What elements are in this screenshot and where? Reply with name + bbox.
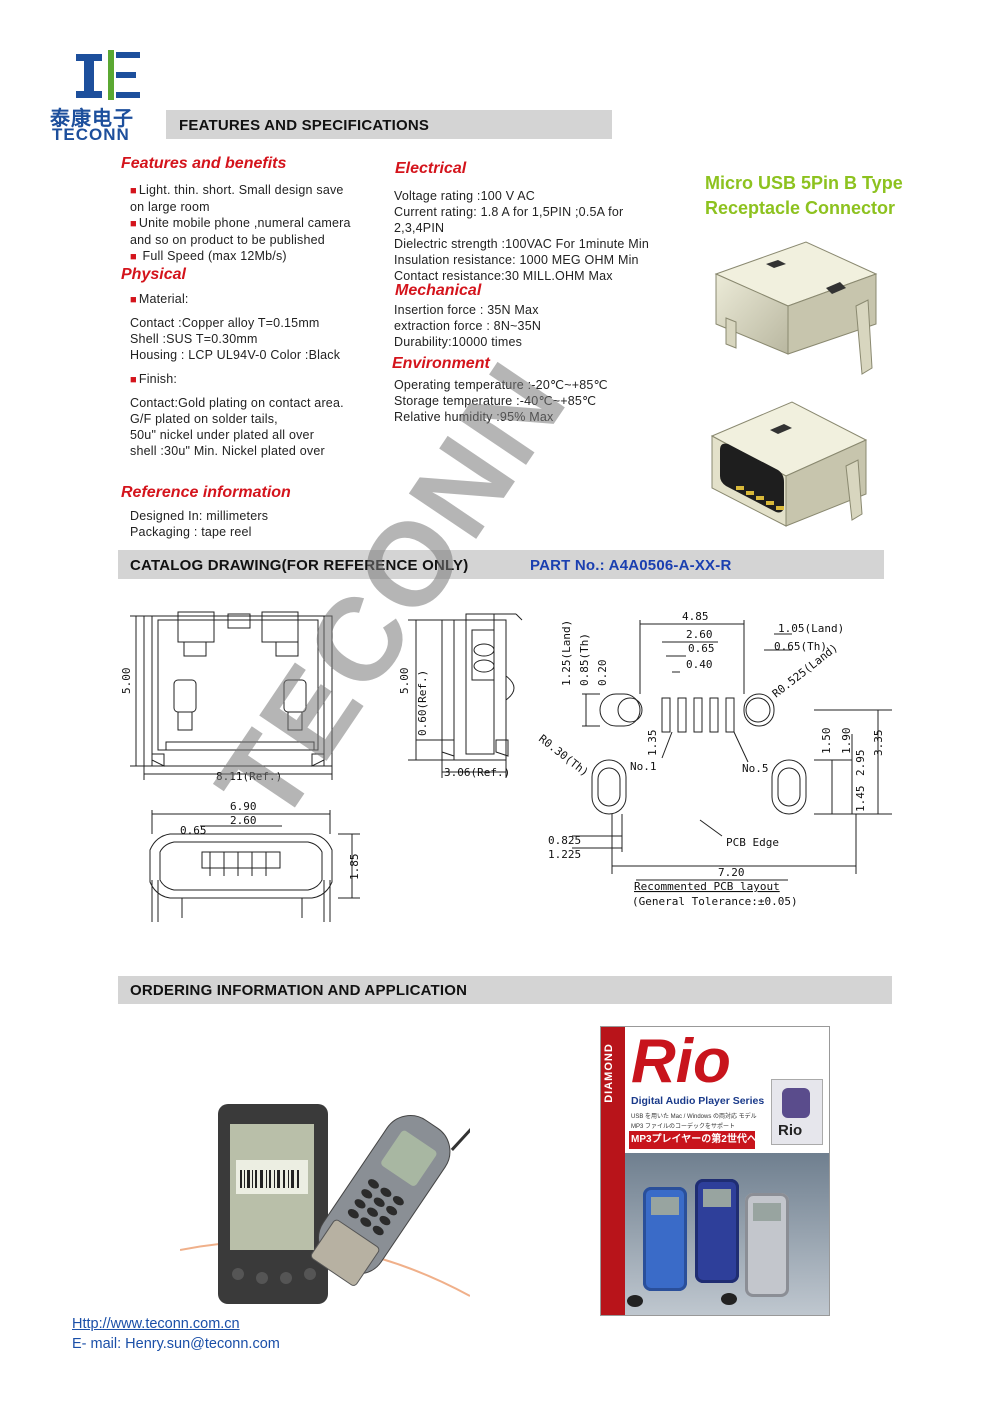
logo-mark-icon	[76, 50, 140, 100]
catalog-drawing: 5.00 8.11(Ref.) 5.00 0.60(Ref.) 3.06(Ref…	[120, 610, 892, 922]
ordering-bar-title: ORDERING INFORMATION AND APPLICATION	[130, 982, 468, 999]
dim-pcb-th085: 0.85(Th)	[578, 633, 591, 686]
connector-render-front	[710, 401, 868, 527]
mechanical-lines: Insertion force : 35N Max extraction for…	[394, 303, 542, 349]
features-specs-bar-title: FEATURES AND SPECIFICATIONS	[179, 117, 430, 134]
dim-pcb-land125: 1.25(Land)	[560, 620, 573, 686]
catalog-bar-title: CATALOG DRAWING(FOR REFERENCE ONLY)	[130, 557, 469, 574]
part-number: PART No.: A4A0506-A-XX-R	[530, 557, 732, 574]
rio-jp2: MP3 ファイルのコーデックをサポート	[631, 1124, 736, 1130]
physical-material-label: Material:	[130, 291, 189, 308]
rio-poster: DIAMOND Rio Digital Audio Player Series …	[600, 1026, 830, 1316]
dim-pcb-th065: 0.65(Th)	[774, 640, 827, 653]
connector-render-top	[714, 241, 878, 375]
pcb-label-no5: No.5	[742, 762, 769, 775]
physical-finish-label: Finish:	[130, 371, 177, 388]
feature-item: Unite mobile phone ,numeral camera	[130, 215, 390, 232]
environment-lines: Operating temperature :-20℃~+85℃ Storage…	[394, 378, 608, 424]
pcb-label-edge: PCB Edge	[726, 836, 779, 849]
footer-email[interactable]: E- mail: Henry.sun@teconn.com	[72, 1336, 280, 1352]
electrical-lines: Voltage rating :100 V AC Current rating:…	[394, 189, 649, 283]
dim-side-ref2: 3.06(Ref.)	[444, 766, 510, 779]
dim-pcb-190: 1.90	[840, 728, 853, 755]
feature-item-cont: and so on product to be published	[130, 233, 325, 247]
feature-item: Light. thin. short. Small design save	[130, 182, 390, 199]
dim-bottom-w3: 0.65	[180, 824, 207, 837]
logo-latin-name: TECONN	[52, 125, 130, 144]
dim-pcb-land105: 1.05(Land)	[778, 622, 844, 635]
physical-finish-lines: Contact:Gold plating on contact area. G/…	[130, 396, 344, 458]
reference-title: Reference information	[121, 484, 291, 501]
company-logo: 泰康电子 TECONN	[50, 48, 150, 144]
physical-title: Physical	[121, 266, 186, 283]
dim-side-height: 5.00	[398, 668, 411, 695]
dim-pcb-040: 0.40	[686, 658, 713, 671]
reference-lines: Designed In: millimeters Packaging : tap…	[130, 509, 269, 539]
mechanical-title: Mechanical	[395, 282, 482, 299]
feature-item-cont: on large room	[130, 200, 210, 214]
dim-pcb-135: 1.35	[646, 730, 659, 757]
dim-pcb-295: 2.95	[854, 750, 867, 777]
dim-pcb-145: 1.45	[854, 786, 867, 813]
dim-pcb-335: 3.35	[872, 730, 885, 757]
rio-badge: Rio	[771, 1079, 823, 1145]
features-list: Light. thin. short. Small design save on…	[130, 182, 390, 265]
features-specs-bar: FEATURES AND SPECIFICATIONS	[166, 110, 612, 139]
dim-pcb-065: 0.65	[688, 642, 715, 655]
dim-pcb-150: 1.50	[820, 728, 833, 755]
rio-side-text: DIAMOND	[602, 1043, 615, 1103]
dim-pcb-720: 7.20	[718, 866, 745, 879]
rio-jp1: USB を用いた Mac / Windows の両対応 モデル	[631, 1114, 757, 1120]
dim-pcb-260: 2.60	[686, 628, 713, 641]
dim-side-ref1: 0.60(Ref.)	[416, 670, 429, 736]
rio-badge-text: Rio	[778, 1122, 803, 1139]
dim-pcb-0825: 0.825	[548, 834, 581, 847]
features-title: Features and benefits	[121, 155, 287, 172]
rio-scene	[625, 1153, 829, 1315]
rio-brand: Rio	[631, 1027, 731, 1096]
rio-jp3: MP3プレイヤーの第2世代へ	[629, 1131, 757, 1149]
product-title: Micro USB 5Pin B Type Receptacle Connect…	[705, 173, 903, 218]
physical-material-lines: Contact :Copper alloy T=0.15mm Shell :SU…	[130, 316, 341, 362]
catalog-bar: CATALOG DRAWING(FOR REFERENCE ONLY) PART…	[118, 550, 884, 579]
dim-bottom-h: 1.85	[348, 854, 361, 881]
footer-url[interactable]: Http://www.teconn.com.cn	[72, 1316, 240, 1332]
dim-pcb-485: 4.85	[682, 610, 709, 623]
environment-title: Environment	[392, 355, 490, 372]
rio-side-strip	[601, 1027, 625, 1315]
dim-front-height: 5.00	[120, 668, 133, 695]
feature-item: Full Speed (max 12Mb/s)	[130, 248, 390, 265]
dim-pcb-r030: R0.30(Th)	[536, 732, 591, 779]
pda-phone-photo	[180, 1104, 470, 1304]
ordering-bar: ORDERING INFORMATION AND APPLICATION	[118, 976, 892, 1004]
dim-bottom-w2: 2.60	[230, 814, 257, 827]
pcb-caption: Recommented PCB layout	[634, 880, 780, 893]
electrical-title: Electrical	[395, 160, 467, 177]
dim-pcb-1225: 1.225	[548, 848, 581, 861]
pcb-label-no1: No.1	[630, 760, 657, 773]
rio-subtitle: Digital Audio Player Series	[631, 1095, 765, 1107]
dim-bottom-width: 6.90	[230, 800, 257, 813]
pcb-tolerance: (General Tolerance:±0.05)	[632, 895, 798, 908]
logo-chinese-name: 泰康电子	[50, 108, 134, 130]
dim-front-width: 8.11(Ref.)	[216, 770, 282, 783]
dim-pcb-020: 0.20	[596, 660, 609, 687]
